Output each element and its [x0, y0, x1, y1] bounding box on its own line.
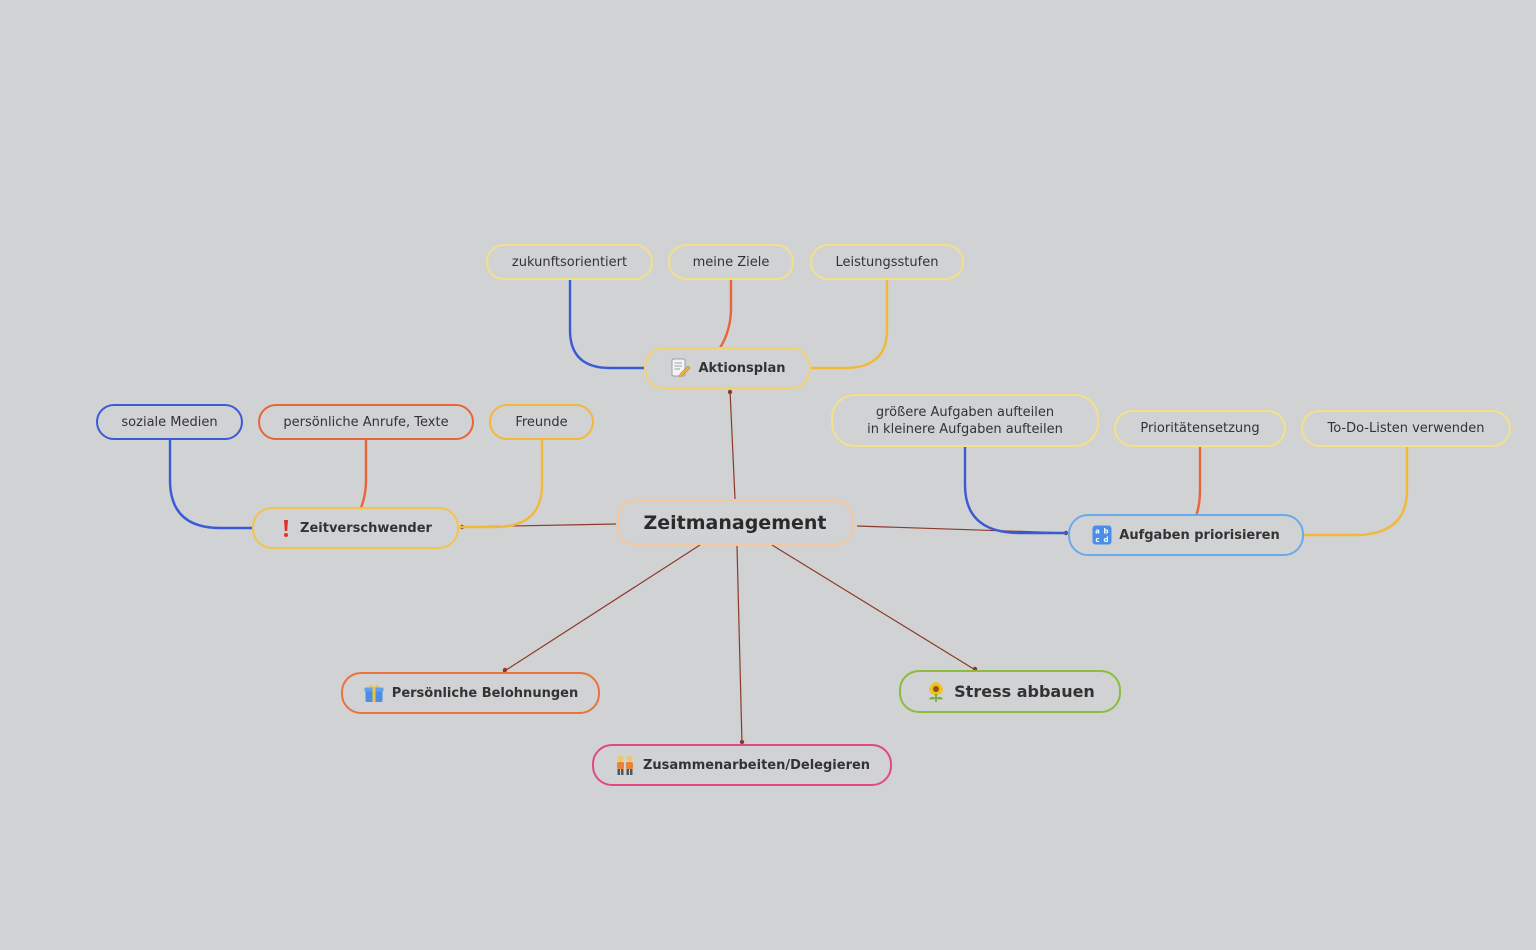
leaf-meine-ziele[interactable]: meine Ziele — [668, 244, 794, 280]
leaf-label: zukunftsorientiert — [511, 254, 628, 270]
leaf-todo-listen[interactable]: To-Do-Listen verwenden — [1301, 410, 1511, 447]
topic-zusammenarbeiten[interactable]: Zusammenarbeiten/Delegieren — [592, 744, 892, 786]
leaf-leistungsstufen[interactable]: Leistungsstufen — [810, 244, 964, 280]
leaf-label: Prioritätensetzung — [1140, 421, 1260, 436]
topic-zeitverschwender-label: Zeitverschwender — [300, 520, 432, 536]
topic-aktionsplan-label: Aktionsplan — [698, 360, 786, 376]
topic-aktionsplan[interactable]: Aktionsplan — [644, 347, 811, 389]
leaf-label: Leistungsstufen — [835, 254, 939, 270]
topic-zeitverschwender[interactable]: Zeitverschwender — [252, 507, 459, 549]
branch-leistung — [810, 280, 889, 370]
svg-text:a: a — [1095, 528, 1100, 536]
sunflower-icon — [925, 681, 947, 703]
svg-text:d: d — [1104, 536, 1109, 544]
leaf-label: To-Do-Listen verwenden — [1327, 421, 1485, 436]
branch-ziele — [718, 280, 733, 349]
leaf-label: Freunde — [515, 414, 568, 430]
branch-freunde — [460, 440, 544, 529]
leaf-label-line1: größere Aufgaben aufteilen — [875, 404, 1055, 420]
topic-stress-abbauen[interactable]: Stress abbauen — [899, 670, 1121, 713]
leaf-label: persönliche Anrufe, Texte — [283, 414, 449, 430]
leaf-label-line2: in kleinere Aufgaben aufteilen — [867, 421, 1063, 437]
gift-icon — [363, 682, 385, 704]
leaf-freunde[interactable]: Freunde — [489, 404, 594, 440]
leaf-label: soziale Medien — [121, 414, 218, 430]
connector-zusammen — [736, 545, 743, 745]
branch-prio — [1194, 447, 1202, 517]
memo-icon — [669, 357, 691, 379]
topic-zusammen-label: Zusammenarbeiten/Delegieren — [642, 757, 871, 773]
branch-medien — [168, 440, 252, 530]
leaf-persoenliche-anrufe[interactable]: persönliche Anrufe, Texte — [258, 404, 474, 440]
topic-belohnungen-label: Persönliche Belohnungen — [391, 685, 579, 701]
central-topic[interactable]: Zeitmanagement — [617, 500, 853, 545]
branch-todo — [1303, 447, 1409, 537]
connector-aktionsplan — [729, 389, 736, 500]
connector-belohnungen — [502, 544, 701, 673]
svg-text:b: b — [1104, 528, 1109, 536]
leaf-label: meine Ziele — [692, 254, 770, 270]
exclamation-icon — [279, 517, 293, 539]
branch-zukunft — [568, 280, 645, 370]
topic-aufgaben-priorisieren[interactable]: a b c d Aufgaben priorisieren — [1068, 514, 1304, 556]
central-topic-label: Zeitmanagement — [643, 511, 827, 534]
branch-groessere — [963, 447, 1068, 535]
topic-persoenliche-belohnungen[interactable]: Persönliche Belohnungen — [341, 672, 600, 714]
leaf-soziale-medien[interactable]: soziale Medien — [96, 404, 243, 440]
branch-anrufe — [359, 440, 368, 509]
abcd-icon: a b c d — [1092, 525, 1112, 545]
leaf-zukunftsorientiert[interactable]: zukunftsorientiert — [486, 244, 653, 280]
leaf-groessere-aufgaben[interactable]: größere Aufgaben aufteilen in kleinere A… — [831, 394, 1099, 447]
people-icon — [614, 754, 636, 776]
leaf-prioritaetensetzung[interactable]: Prioritätensetzung — [1114, 410, 1286, 447]
svg-text:c: c — [1096, 536, 1100, 544]
topic-stress-label: Stress abbauen — [954, 682, 1095, 701]
connector-stress — [771, 544, 978, 672]
topic-aufgaben-label: Aufgaben priorisieren — [1119, 527, 1280, 543]
